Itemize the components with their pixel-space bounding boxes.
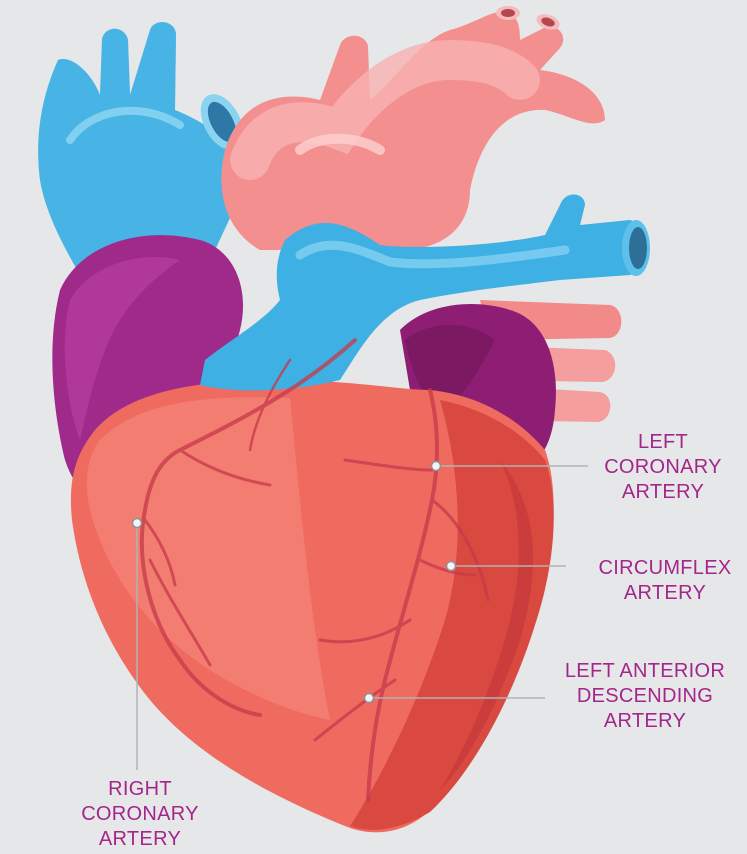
label-line: CORONARY (588, 455, 738, 480)
label-line: ARTERY (565, 581, 747, 606)
label-circumflex-artery: CIRCUMFLEX ARTERY (565, 556, 747, 606)
label-line: LEFT ANTERIOR (545, 659, 745, 684)
label-left-anterior-descending-artery: LEFT ANTERIOR DESCENDING ARTERY (545, 659, 745, 734)
label-line: ARTERY (588, 480, 738, 505)
dot-circumflex (447, 562, 456, 571)
dot-left-anterior (365, 694, 374, 703)
label-line: ARTERY (60, 827, 220, 852)
label-line: LEFT (588, 430, 738, 455)
label-line: ARTERY (545, 709, 745, 734)
label-line: DESCENDING (545, 684, 745, 709)
label-right-coronary-artery: RIGHT CORONARY ARTERY (60, 777, 220, 852)
label-left-coronary-artery: LEFT CORONARY ARTERY (588, 430, 738, 505)
label-line: CIRCUMFLEX (565, 556, 747, 581)
label-line: CORONARY (60, 802, 220, 827)
aorta (221, 6, 605, 250)
ventricles (71, 380, 554, 832)
dot-left-coronary (432, 462, 441, 471)
dot-right-coronary (133, 519, 142, 528)
label-line: RIGHT (60, 777, 220, 802)
